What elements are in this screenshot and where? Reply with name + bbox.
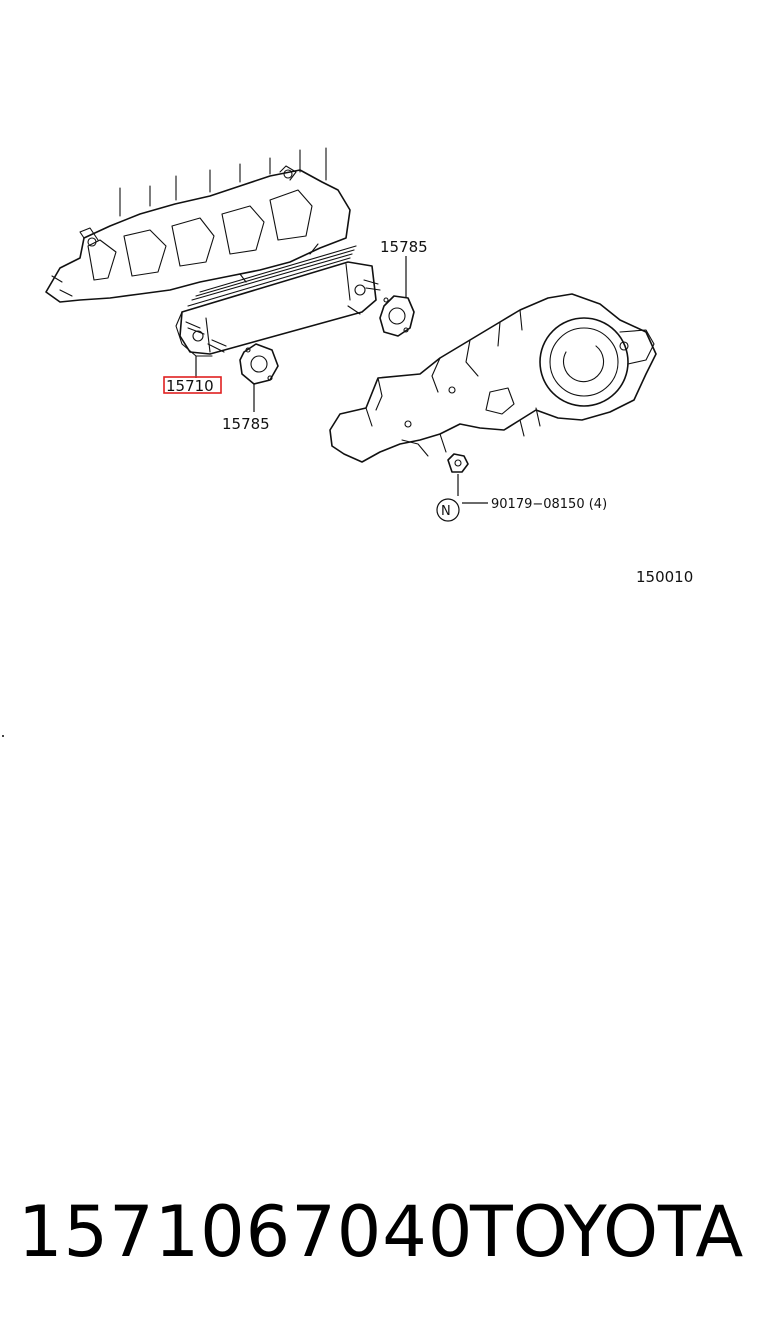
leader-lines bbox=[195, 256, 488, 504]
callout-nut[interactable]: 90179−08150 (4) bbox=[491, 497, 607, 512]
oil-cooler-drawing bbox=[175, 245, 381, 357]
callout-gasket-upper[interactable]: 15785 bbox=[380, 238, 428, 256]
nut-symbol-circle bbox=[436, 498, 460, 522]
housing-drawing bbox=[329, 293, 657, 463]
callout-oil-cooler[interactable]: 15710 bbox=[166, 377, 214, 395]
callout-gasket-lower[interactable]: 15785 bbox=[222, 415, 270, 433]
gasket-lower-drawing bbox=[239, 343, 279, 385]
part-number: 1571067040 bbox=[18, 1191, 474, 1273]
gasket-upper-drawing bbox=[379, 295, 415, 337]
nut-symbol-letter: N bbox=[441, 504, 451, 519]
stray-dot bbox=[2, 735, 4, 737]
footer: 1571067040 TOYOTA bbox=[0, 1190, 760, 1280]
parts-diagram: 15785 15710 15785 N 90179−08150 (4) 1500… bbox=[45, 147, 693, 586]
nut-drawing bbox=[447, 453, 469, 473]
figure-code: 150010 bbox=[636, 568, 693, 586]
brand-name: TOYOTA bbox=[470, 1191, 744, 1273]
highlight-box bbox=[163, 376, 222, 394]
engine-block-drawing bbox=[45, 147, 351, 303]
